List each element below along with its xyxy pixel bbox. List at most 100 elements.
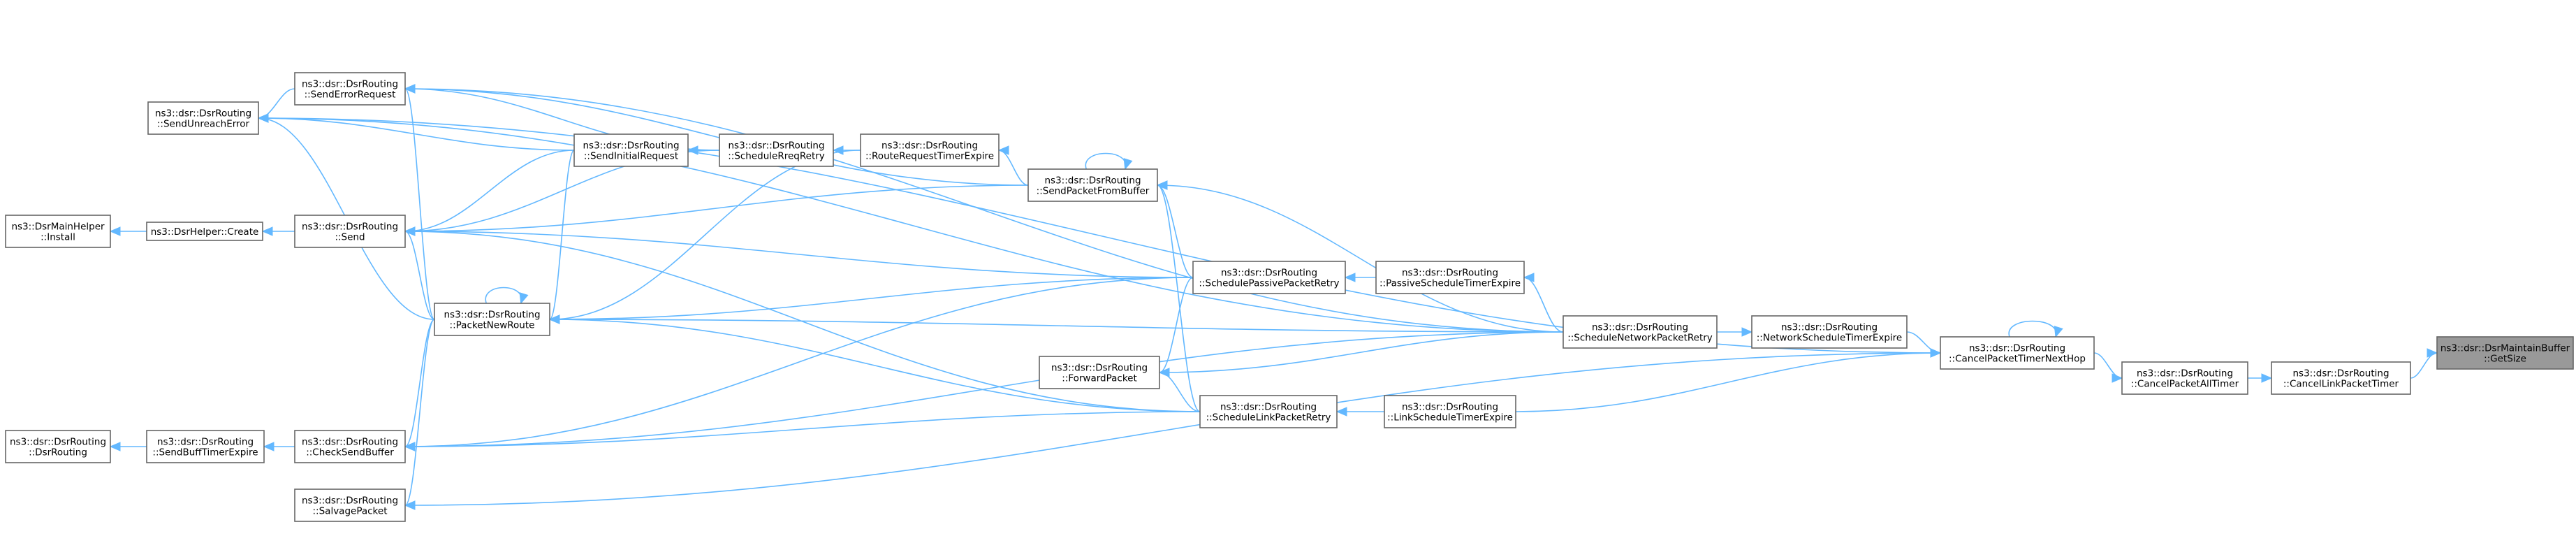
edge-cancel-link-packet-timer-to-getsize [2410, 348, 2438, 379]
node-box [294, 489, 406, 522]
node-box [294, 72, 406, 106]
node-label-class: ns3::dsr::DsrRouting [1221, 268, 1317, 279]
node-label-class: ns3::dsr::DsrRouting [10, 437, 106, 448]
node-cancel-packet-all-timer[interactable]: ns3::dsr::DsrRouting::CancelPacketAllTim… [2121, 361, 2248, 395]
node-send[interactable]: ns3::dsr::DsrRouting::Send [294, 215, 406, 248]
edge-line [549, 150, 575, 320]
edge-link-schedule-timer-expire-to-cancel-packet-timer-next-hop [1515, 348, 1942, 412]
node-label-method: ::RouteRequestTimerExpire [865, 151, 994, 162]
edge-line [2008, 320, 2057, 338]
node-label-method: ::PassiveScheduleTimerExpire [1380, 278, 1521, 289]
edge-schedule-network-packet-retry-to-check-send-buffer [404, 331, 1564, 451]
edge-schedule-network-packet-retry-to-packet-new-route [548, 314, 1564, 333]
edge-line [404, 319, 435, 506]
node-salvage-packet[interactable]: ns3::dsr::DsrRouting::SalvagePacket [294, 489, 406, 522]
node-box [1940, 336, 2095, 370]
edge-line [549, 319, 1201, 412]
node-label-method: ::CancelLinkPacketTimer [2283, 379, 2399, 390]
node-send-initial-request[interactable]: ns3::dsr::DsrRouting::SendInitialRequest [573, 133, 689, 167]
edge-line [1085, 152, 1127, 170]
node-dsr-main-helper-install[interactable]: ns3::DsrMainHelper::Install [5, 215, 111, 248]
node-label-class: ns3::dsr::DsrMaintainBuffer [2440, 343, 2570, 354]
node-label-class: ns3::dsr::DsrRouting [2292, 368, 2389, 379]
edge-packet-new-route-to-salvage-packet [404, 319, 435, 510]
node-check-send-buffer[interactable]: ns3::dsr::DsrRouting::CheckSendBuffer [294, 430, 406, 463]
node-label-class: ns3::dsr::DsrRouting [583, 140, 679, 152]
node-label-method: ::CancelPacketAllTimer [2131, 379, 2239, 390]
node-label-method: ::DsrRouting [29, 447, 87, 458]
node-label-class: ns3::dsr::DsrRouting [2137, 368, 2233, 379]
edge-send-initial-request-to-packet-new-route [548, 150, 575, 324]
arrowhead [404, 500, 416, 510]
node-label-method: ::SendPacketFromBuffer [1037, 186, 1150, 197]
edge-line [258, 88, 295, 119]
node-schedule-network-packet-retry[interactable]: ns3::dsr::DsrRouting::ScheduleNetworkPac… [1563, 315, 1718, 349]
edge-schedule-link-packet-retry-to-forward-packet [1158, 368, 1201, 412]
node-send-unreach-error[interactable]: ns3::dsr::DsrRouting::SendUnreachError [147, 101, 259, 135]
edge-line [404, 277, 1194, 447]
node-label-method: ::NetworkScheduleTimerExpire [1757, 333, 1903, 344]
node-dsr-routing[interactable]: ns3::dsr::DsrRouting::DsrRouting [5, 430, 111, 463]
edge-send-initial-request-to-send [404, 150, 575, 236]
node-label-class: ns3::dsr::DsrRouting [302, 495, 398, 507]
node-schedule-passive-packet-retry[interactable]: ns3::dsr::DsrRouting::SchedulePassivePac… [1192, 261, 1346, 294]
edge-schedule-passive-packet-retry-to-forward-packet [1158, 277, 1194, 377]
edge-line [549, 277, 1194, 320]
arrowhead [404, 442, 416, 451]
edge-cancel-packet-timer-next-hop-to-cancel-packet-timer-next-hop [2008, 320, 2063, 338]
arrowhead [109, 226, 121, 236]
arrowhead [1741, 327, 1753, 337]
node-packet-new-route[interactable]: ns3::dsr::DsrRouting::PacketNewRoute [434, 303, 550, 336]
arrowhead [1523, 273, 1535, 282]
node-send-packet-from-buffer[interactable]: ns3::dsr::DsrRouting::SendPacketFromBuff… [1027, 168, 1158, 202]
edge-line [1523, 277, 1564, 333]
node-forward-packet[interactable]: ns3::dsr::DsrRouting::ForwardPacket [1039, 356, 1160, 389]
node-box [1192, 261, 1346, 294]
edge-line [404, 150, 575, 232]
edge-passive-schedule-timer-expire-to-schedule-passive-packet-retry [1344, 273, 1376, 282]
edge-cancel-packet-all-timer-to-cancel-link-packet-timer [2247, 373, 2273, 383]
node-cancel-packet-timer-next-hop[interactable]: ns3::dsr::DsrRouting::CancelPacketTimerN… [1940, 336, 2095, 370]
node-label-method: ::GetSize [2484, 354, 2526, 365]
node-label-class: ns3::dsr::DsrRouting [302, 437, 398, 448]
node-link-schedule-timer-expire[interactable]: ns3::dsr::DsrRouting::LinkScheduleTimerE… [1384, 395, 1516, 428]
edge-line [258, 117, 1564, 333]
node-send-error-request[interactable]: ns3::dsr::DsrRouting::SendErrorRequest [294, 72, 406, 106]
node-label-class: ns3::dsr::DsrRouting [1220, 402, 1317, 413]
node-label-method: ::ScheduleNetworkPacketRetry [1567, 333, 1713, 344]
node-label-class: ns3::dsr::DsrRouting [1044, 175, 1141, 187]
node-box [1384, 395, 1516, 428]
edge-schedule-passive-packet-retry-to-send-packet-from-buffer [1156, 180, 1194, 278]
node-dsr-helper-create[interactable]: ns3::DsrHelper::Create [146, 222, 263, 241]
node-label-class: ns3::dsr::DsrRouting [302, 222, 398, 233]
edge-line [549, 319, 1564, 333]
node-box [1199, 395, 1338, 428]
arrowhead [548, 314, 560, 324]
node-label-class: ns3::dsr::DsrRouting [1592, 322, 1688, 333]
edge-cancel-packet-timer-next-hop-to-cancel-packet-all-timer [2093, 352, 2123, 383]
edge-line [1157, 185, 1194, 278]
node-label-method: ::Send [335, 232, 365, 243]
edge-schedule-network-packet-retry-to-forward-packet [1158, 331, 1564, 377]
node-label-class: ns3::dsr::DsrRouting [444, 310, 540, 321]
node-label-class: ns3::dsr::DsrRouting [728, 140, 824, 152]
node-passive-schedule-timer-expire[interactable]: ns3::dsr::DsrRouting::PassiveScheduleTim… [1375, 261, 1525, 294]
node-schedule-link-packet-retry[interactable]: ns3::dsr::DsrRouting::ScheduleLinkPacket… [1199, 395, 1338, 428]
node-send-buff-timer-expire[interactable]: ns3::dsr::DsrRouting::SendBuffTimerExpir… [146, 430, 265, 463]
edge-line [1159, 372, 1201, 412]
arrowhead [261, 226, 273, 236]
arrowhead [519, 292, 529, 305]
node-getsize[interactable]: ns3::dsr::DsrMaintainBuffer::GetSize [2436, 336, 2574, 370]
node-label-method: ::SendErrorRequest [305, 89, 396, 101]
edge-packet-new-route-to-packet-new-route [485, 287, 529, 305]
edge-line [1157, 185, 1201, 412]
node-network-schedule-timer-expire[interactable]: ns3::dsr::DsrRouting::NetworkScheduleTim… [1751, 315, 1908, 349]
node-schedule-rreq-retry[interactable]: ns3::dsr::DsrRouting::ScheduleRreqRetry [719, 133, 834, 167]
node-box [860, 133, 1000, 167]
node-label-method: ::SendUnreachError [157, 119, 250, 130]
edge-line [1159, 277, 1194, 373]
node-route-request-timer-expire[interactable]: ns3::dsr::DsrRouting::RouteRequestTimerE… [860, 133, 1000, 167]
node-cancel-link-packet-timer[interactable]: ns3::dsr::DsrRouting::CancelLinkPacketTi… [2271, 361, 2411, 395]
node-box [1751, 315, 1908, 349]
